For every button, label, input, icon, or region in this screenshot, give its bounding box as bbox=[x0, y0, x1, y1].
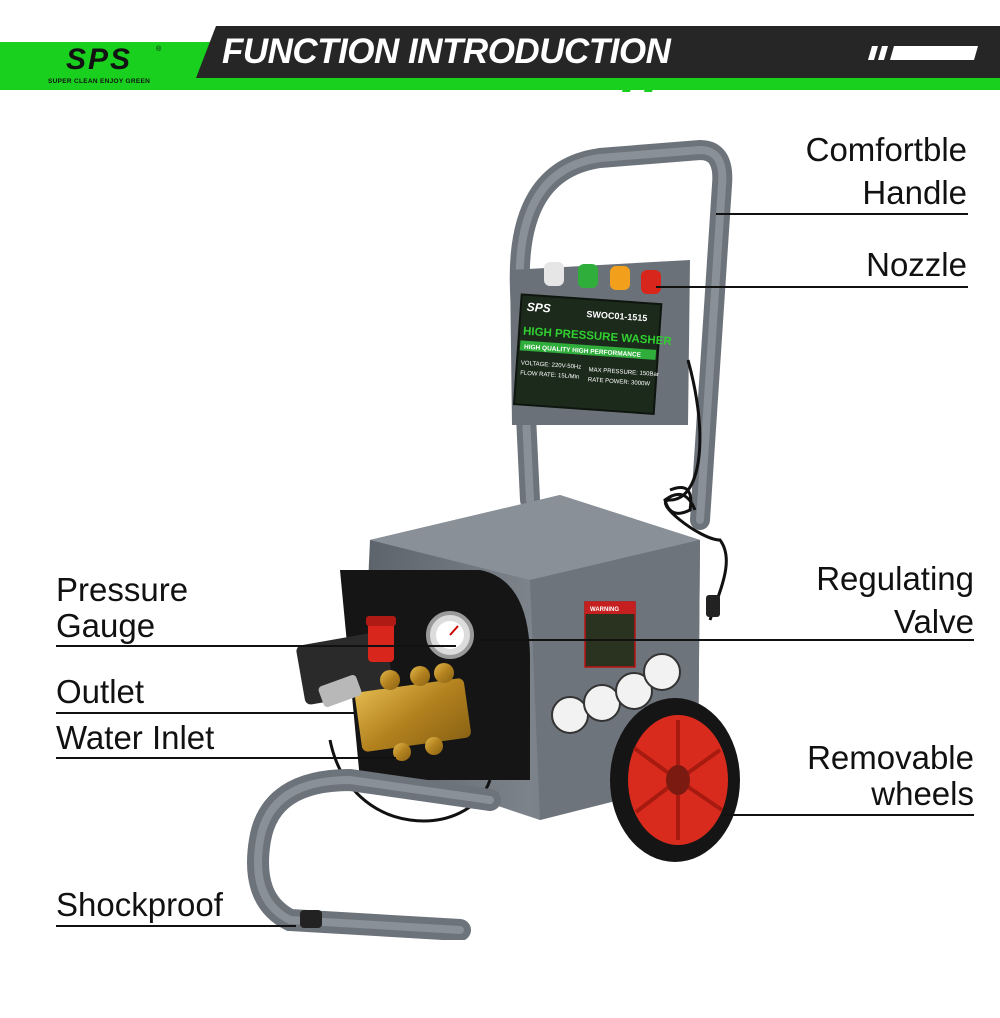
wheel bbox=[610, 698, 740, 862]
callout-water-inlet: Water Inlet bbox=[56, 719, 215, 756]
logo-tagline: SUPER CLEAN ENJOY GREEN bbox=[48, 78, 151, 85]
callout-removable-wheels-rule bbox=[722, 814, 974, 816]
callout-pressure-gauge-rule bbox=[56, 645, 456, 647]
callout-pressure-gauge-line2: Gauge bbox=[56, 607, 156, 644]
callout-shockproof-rule bbox=[56, 925, 296, 927]
label-flow-rate: FLOW RATE: 15L/Min bbox=[520, 370, 580, 380]
warning-text: WARNING bbox=[590, 607, 619, 613]
callout-outlet-rule bbox=[56, 712, 356, 714]
page-title: FUNCTION INTRODUCTION bbox=[222, 32, 671, 71]
label-voltage: VOLTAGE: 220V-50Hz bbox=[521, 361, 582, 371]
machine-label: SPS SWOC01-1515 HIGH PRESSURE WASHER HIG… bbox=[512, 293, 673, 415]
callout-water-inlet-rule bbox=[56, 757, 396, 759]
label-rate-power: RATE POWER: 3000W bbox=[588, 377, 651, 387]
nozzle-green bbox=[578, 264, 598, 288]
nozzle-red bbox=[641, 270, 661, 294]
callout-handle-line1: Comfortble bbox=[805, 131, 967, 168]
callout-removable-wheels-line1: Removable bbox=[807, 739, 974, 776]
warning-sticker: WARNING bbox=[584, 601, 636, 668]
header-dark-band bbox=[196, 26, 1000, 78]
label-model: SWOC01-1515 bbox=[586, 309, 648, 323]
logo-brand: SPS bbox=[65, 43, 133, 76]
green-ticks-decoration bbox=[622, 78, 656, 92]
nozzle-yellow bbox=[610, 266, 630, 290]
callout-regulating-valve-line2: Valve bbox=[893, 603, 974, 640]
sps-logo: SPS ® SUPER CLEAN ENJOY GREEN bbox=[44, 44, 168, 88]
callout-pressure-gauge-line1: Pressure bbox=[56, 571, 189, 608]
pressure-washer-image: SPS SWOC01-1515 HIGH PRESSURE WASHER HIG… bbox=[247, 140, 740, 940]
nozzle-set bbox=[544, 262, 661, 294]
label-brand: SPS bbox=[526, 300, 551, 316]
callout-handle-line2: Handle bbox=[862, 174, 967, 211]
nozzle-white bbox=[544, 262, 564, 286]
callout-regulating-valve-rule bbox=[480, 639, 974, 641]
callout-regulating-valve-line1: Regulating bbox=[816, 560, 974, 597]
logo-registered-mark: ® bbox=[156, 46, 162, 53]
callout-outlet: Outlet bbox=[56, 673, 145, 710]
callout-nozzle-rule bbox=[656, 286, 968, 288]
callout-handle-rule bbox=[716, 213, 968, 215]
label-max-pressure: MAX PRESSURE: 150Bar bbox=[588, 367, 659, 378]
slash-stripes-icon bbox=[868, 46, 978, 60]
callout-shockproof: Shockproof bbox=[56, 886, 223, 923]
callout-nozzle: Nozzle bbox=[866, 246, 967, 283]
callout-removable-wheels-line2: wheels bbox=[871, 775, 974, 812]
